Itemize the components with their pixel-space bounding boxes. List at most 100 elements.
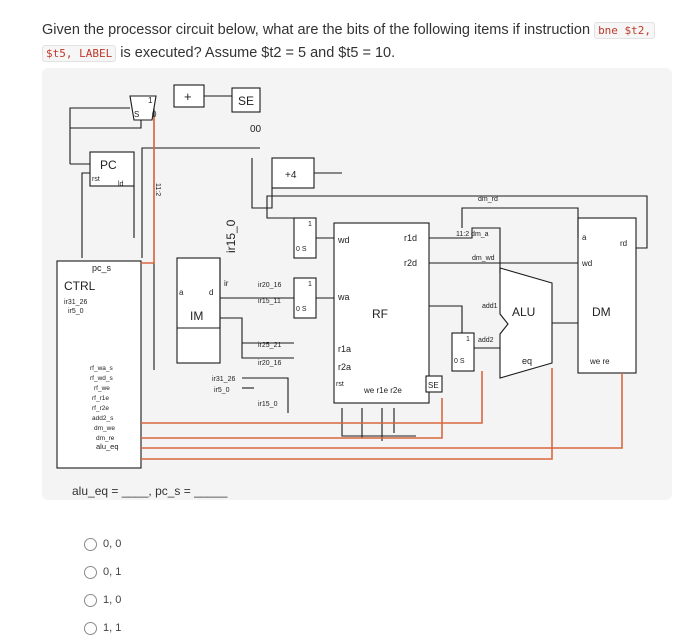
im-label: IM <box>190 309 203 323</box>
ir150-label: ir15_0 <box>224 219 238 253</box>
options-list: 0, 0 0, 1 1, 0 1, 1 <box>84 530 121 642</box>
r2a-label: r2a <box>338 362 351 372</box>
dm-rd-out: rd <box>620 239 627 248</box>
pc-mux <box>129 95 157 121</box>
ctrl-out: alu_eq <box>96 442 119 451</box>
rf-box <box>333 222 430 404</box>
option-label: 0, 0 <box>103 538 122 550</box>
ctrl-out: rf_r1e <box>92 395 109 402</box>
dm-rd-label: dm_rd <box>478 196 498 203</box>
code-label: $t5, LABEL <box>42 45 117 62</box>
dm-wd-in: wd <box>581 259 592 268</box>
ctrl-out: rf_r2e <box>92 405 109 412</box>
ir31-26-label: ir31_26 <box>212 376 235 383</box>
dm-a-in: a <box>582 233 587 242</box>
dm-wd-label: dm_wd <box>472 255 495 262</box>
plus4-box <box>271 157 315 189</box>
dm-box <box>577 217 637 374</box>
ir5-0-label: ir5_0 <box>214 387 230 394</box>
code-bne: bne $t2, <box>594 22 656 39</box>
question-text: Given the processor circuit below, what … <box>42 19 682 65</box>
mux-wa-0s: 0 S <box>296 306 307 313</box>
ctrl-label: CTRL <box>64 279 96 293</box>
se-label: SE <box>238 94 254 108</box>
pc-label: PC <box>100 158 117 172</box>
dm-a-label: 11:2 dm_a <box>456 231 489 238</box>
mux-add2 <box>451 332 475 372</box>
mux-add2-1: 1 <box>466 336 470 343</box>
mux-wd-1: 1 <box>308 221 312 228</box>
rst2-label: rst <box>336 381 344 388</box>
ir20-16b-label: ir20_16 <box>258 360 281 367</box>
mux-wa-1: 1 <box>308 281 312 288</box>
radio-icon[interactable] <box>84 537 97 551</box>
se-box <box>231 87 261 113</box>
add2-label: add2 <box>478 337 494 344</box>
r2d-label: r2d <box>404 258 417 268</box>
wire-alu-eq <box>141 368 553 460</box>
se-bits-label: 00 <box>250 124 262 135</box>
alu-label: ALU <box>512 305 535 319</box>
se2-label: SE <box>428 381 439 390</box>
question-part1: Given the processor circuit below, what … <box>42 22 595 38</box>
plus4-label: +4 <box>285 170 297 181</box>
ctrl-out: rf_wa_s <box>90 365 114 372</box>
wd-label: wd <box>337 235 350 245</box>
ctrl-out: rf_we <box>94 385 110 392</box>
bits-112: 11:2 <box>154 183 161 196</box>
we-re-label: we re <box>589 357 610 366</box>
rf-label: RF <box>372 307 388 321</box>
radio-icon[interactable] <box>84 565 97 579</box>
ir-label: ir <box>224 279 229 288</box>
ctrl-out: dm_we <box>94 425 115 432</box>
ctrl-out: add2_s <box>92 415 114 422</box>
processor-circuit-diagram: SE 00 + PC rst ld 1 0 S 11:2 ir15_0 IM a… <box>56 84 648 469</box>
plus-label: + <box>184 89 192 104</box>
ctrl-outputs: rf_wa_s rf_wd_s rf_we rf_r1e rf_r2e add2… <box>90 365 119 451</box>
option-1-1[interactable]: 1, 1 <box>84 614 121 642</box>
radio-icon[interactable] <box>84 621 97 635</box>
eq-label: eq <box>522 356 532 366</box>
ir25-21-label: ir25_21 <box>258 342 281 349</box>
r1d-label: r1d <box>404 233 417 243</box>
ctrl-out: rf_wd_s <box>90 375 114 382</box>
option-0-1[interactable]: 0, 1 <box>84 558 121 586</box>
im-a: a <box>179 288 184 297</box>
option-label: 1, 1 <box>103 622 122 634</box>
dm-label: DM <box>592 305 611 319</box>
im-d: d <box>209 288 213 297</box>
mux-add2-0s: 0 S <box>454 358 465 365</box>
wa-label: wa <box>337 292 350 302</box>
mux-one: 1 <box>148 96 153 105</box>
option-1-0[interactable]: 1, 0 <box>84 586 121 614</box>
wire-ctrl-dm <box>141 373 623 449</box>
im-box <box>176 257 221 364</box>
ctrl-out: dm_re <box>96 435 115 442</box>
option-label: 1, 0 <box>103 594 122 606</box>
option-0-0[interactable]: 0, 0 <box>84 530 121 558</box>
mux-zero: 0 <box>152 110 157 119</box>
radio-icon[interactable] <box>84 593 97 607</box>
wire-ctrl-rf <box>141 398 443 439</box>
option-label: 0, 1 <box>103 566 122 578</box>
ctrl-ir31-26: ir31_26 <box>64 299 87 306</box>
wire-pcs <box>141 116 155 264</box>
ir15-11-label: ir15_11 <box>258 298 281 305</box>
we-r1e-r2e-label: we r1e r2e <box>363 386 402 395</box>
question-part2: is executed? Assume $t2 = 5 and $t5 = 10… <box>116 45 396 61</box>
ctrl-box <box>56 260 142 469</box>
ld-label: ld <box>118 181 124 188</box>
ctrl-ir5-0: ir5_0 <box>68 308 84 315</box>
answer-line: alu_eq = ____, pc_s = _____ <box>72 484 228 498</box>
r1a-label: r1a <box>338 344 351 354</box>
ir20-16-label: ir20_16 <box>258 282 281 289</box>
pc-s-label: pc_s <box>92 263 112 273</box>
add1-label: add1 <box>482 303 498 310</box>
mux-s: S <box>134 110 139 119</box>
se2-box <box>425 375 443 393</box>
wire-ctrl-mux <box>141 371 483 424</box>
pc-box <box>89 151 135 187</box>
ir15-0-label: ir15_0 <box>258 401 278 408</box>
alu-shape <box>499 267 553 379</box>
mux-wd-0s: 0 S <box>296 246 307 253</box>
